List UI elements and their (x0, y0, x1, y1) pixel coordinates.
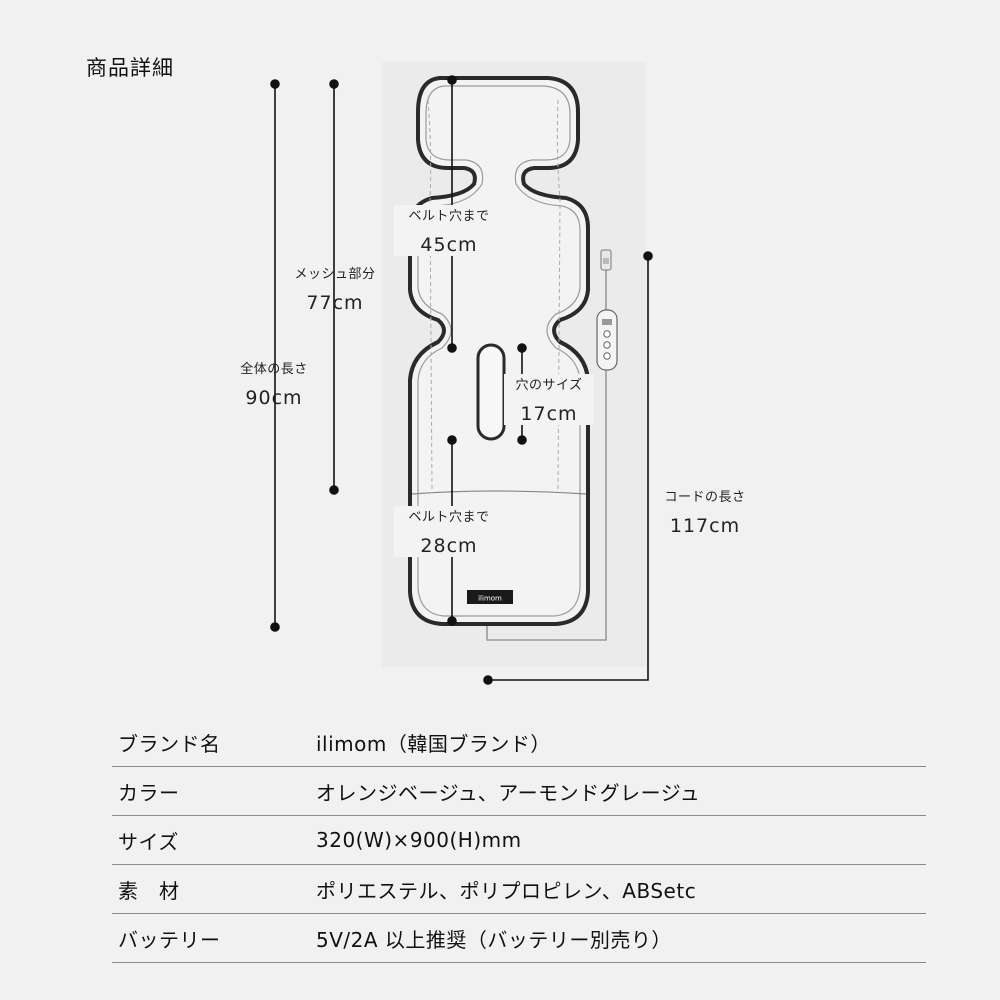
spec-table: ブランド名 ilimom（韓国ブランド） カラー オレンジベージュ、アーモンドグ… (112, 718, 926, 963)
dim-dot (447, 435, 457, 445)
brand-tag (467, 590, 513, 604)
dim-value: 45cm (420, 234, 478, 256)
dim-dot (517, 343, 527, 353)
product-diagram: ilimom (270, 75, 653, 685)
spec-row-material: 素 材 ポリエステル、ポリプロピレン、ABSetc (112, 865, 926, 914)
dim-dot (447, 616, 457, 626)
dim-caption: ベルト穴まで (408, 510, 490, 525)
dim-dot (643, 251, 653, 261)
dim-dot (483, 675, 493, 685)
power-cord (486, 370, 607, 641)
spec-value: ポリエステル、ポリプロピレン、ABSetc (316, 878, 697, 903)
dim-dot (447, 75, 457, 85)
dim-dot (517, 435, 527, 445)
dim-label-hole-size: 穴のサイズ 17cm (504, 374, 594, 425)
usb-plug-detail (603, 258, 609, 264)
spec-row-color: カラー オレンジベージュ、アーモンドグレージュ (112, 767, 926, 816)
controller-button-2 (603, 341, 611, 349)
controller-button-1 (603, 330, 611, 338)
dim-dot (447, 343, 457, 353)
dim-caption: ベルト穴まで (408, 209, 490, 224)
dim-caption: 全体の長さ (240, 362, 308, 377)
dim-dot (329, 79, 339, 89)
seat-pad-inner-edge (417, 85, 581, 617)
dim-dot (270, 622, 280, 632)
dim-dot (329, 485, 339, 495)
spec-label: バッテリー (118, 927, 221, 952)
page-title: 商品詳細 (86, 56, 174, 80)
dim-value: 90cm (245, 387, 303, 409)
spec-value: 5V/2A 以上推奨（バッテリー別売り） (316, 927, 672, 952)
dim-caption: 穴のサイズ (515, 378, 583, 393)
dim-value: 28cm (420, 535, 478, 557)
belt-hole (476, 343, 506, 441)
brand-tag-text: ilimom (478, 595, 502, 603)
spec-label: カラー (118, 780, 180, 805)
spec-value: オレンジベージュ、アーモンドグレージュ (316, 780, 701, 805)
spec-label: 素 材 (118, 878, 180, 903)
spec-label: ブランド名 (118, 731, 221, 756)
dim-value: 17cm (520, 403, 578, 425)
spec-row-brand: ブランド名 ilimom（韓国ブランド） (112, 718, 926, 767)
mesh-seam (411, 490, 587, 495)
controller-button-3 (603, 352, 611, 360)
dim-caption: メッシュ部分 (294, 267, 376, 282)
spec-row-battery: バッテリー 5V/2A 以上推奨（バッテリー別売り） (112, 914, 926, 963)
controller-display (602, 319, 612, 325)
dim-caption: コードの長さ (664, 490, 746, 505)
spec-value: 320(W)×900(H)mm (316, 828, 522, 852)
dim-dot (270, 79, 280, 89)
dim-label-belt-bottom: ベルト穴まで 28cm (394, 506, 504, 557)
dim-label-belt-top: ベルト穴まで 45cm (394, 205, 504, 256)
dim-label-total-length: 全体の長さ 90cm (222, 358, 326, 409)
spec-label: サイズ (118, 829, 179, 854)
dim-label-cord: コードの長さ 117cm (650, 486, 760, 537)
dim-value: 77cm (306, 292, 364, 314)
dim-line-cord (488, 256, 649, 681)
dim-value: 117cm (669, 515, 741, 537)
spec-value: ilimom（韓国ブランド） (316, 731, 551, 756)
dim-label-mesh: メッシュ部分 77cm (280, 263, 390, 314)
spec-row-size: サイズ 320(W)×900(H)mm (112, 816, 926, 865)
